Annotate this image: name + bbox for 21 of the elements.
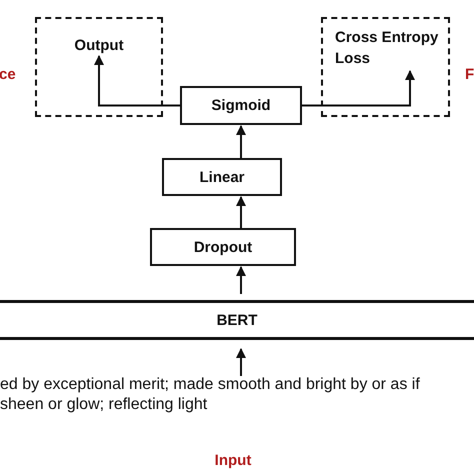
arrow [236, 125, 246, 158]
arrow [302, 70, 415, 106]
dashed-box [321, 17, 450, 117]
process-box [150, 228, 296, 266]
arrow [236, 196, 246, 228]
dashed-box [35, 17, 163, 117]
process-box [180, 86, 302, 125]
side-label: Input [214, 452, 252, 469]
node-label: Dropout [194, 238, 252, 256]
node-label: BERT [216, 312, 258, 328]
node-label: Output [74, 37, 124, 54]
process-box [162, 158, 282, 196]
input-text: ed by exceptional merit; made smooth and bright by or as if sheen or glow; reflecting light [0, 375, 421, 415]
arrow [236, 266, 246, 294]
arrow [236, 348, 246, 376]
model-band [0, 300, 474, 340]
arrow [94, 55, 180, 106]
side-label: F [465, 66, 474, 83]
node-label: Linear [199, 168, 244, 186]
node-label: Cross Entropy Loss [335, 28, 440, 69]
node-label: Sigmoid [211, 97, 271, 114]
